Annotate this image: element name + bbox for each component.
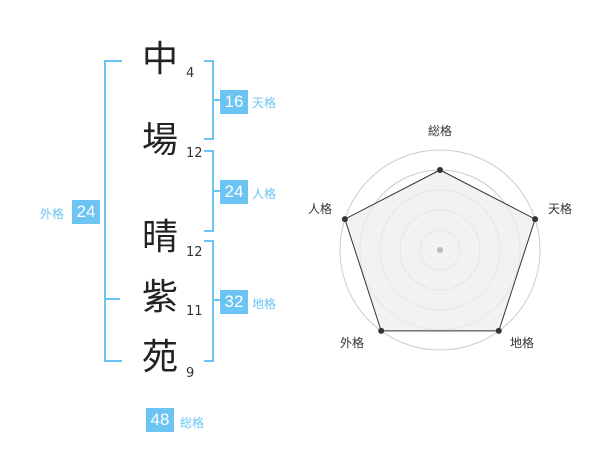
axis-label-chikaku: 地格 bbox=[510, 335, 534, 350]
axis-label-gaikaku: 外格 bbox=[340, 335, 364, 350]
chikaku-bracket bbox=[204, 240, 214, 362]
radar-point-4 bbox=[378, 327, 385, 334]
axis-label-soukaku: 総格 bbox=[428, 123, 452, 138]
soukaku-label: 総格 bbox=[180, 416, 205, 430]
name-char-1: 中 bbox=[141, 39, 178, 80]
tenkaku-label: 天格 bbox=[252, 96, 277, 110]
name-char-4: 紫 bbox=[141, 277, 178, 318]
radar-point-5 bbox=[341, 216, 348, 223]
chikaku-badge: 32 bbox=[220, 290, 248, 314]
stroke-count-1: 4 bbox=[186, 66, 195, 81]
radar-point-3 bbox=[495, 327, 502, 334]
gaikaku-bracket bbox=[104, 60, 122, 362]
stroke-count-5: 9 bbox=[186, 366, 195, 381]
gaikaku-badge: 24 bbox=[72, 200, 100, 224]
radar-center-dot bbox=[437, 247, 443, 253]
name-char-3: 晴 bbox=[141, 217, 178, 258]
radar-ring bbox=[339, 149, 541, 351]
name-char-5: 苑 bbox=[141, 337, 178, 378]
tenkaku-badge: 16 bbox=[220, 90, 248, 114]
stroke-count-2: 12 bbox=[186, 146, 203, 161]
stroke-count-4: 11 bbox=[186, 304, 203, 319]
radar-point-1 bbox=[437, 167, 443, 173]
soukaku-badge: 48 bbox=[146, 408, 174, 432]
gaikaku-inner-tick bbox=[106, 298, 120, 300]
stroke-count-3: 12 bbox=[186, 245, 203, 260]
jinkaku-badge: 24 bbox=[220, 180, 248, 204]
radar-points bbox=[341, 167, 539, 334]
jinkaku-tick bbox=[213, 190, 220, 192]
chikaku-tick bbox=[213, 299, 220, 301]
axis-label-jinkaku: 人格 bbox=[308, 201, 332, 216]
name-char-2: 場 bbox=[141, 120, 178, 161]
tenkaku-tick bbox=[213, 99, 220, 101]
jinkaku-label: 人格 bbox=[252, 187, 277, 201]
gaikaku-label: 外格 bbox=[40, 207, 65, 221]
axis-label-tenkaku: 天格 bbox=[548, 201, 572, 216]
radar-point-2 bbox=[532, 216, 539, 223]
chikaku-label: 地格 bbox=[252, 297, 277, 311]
